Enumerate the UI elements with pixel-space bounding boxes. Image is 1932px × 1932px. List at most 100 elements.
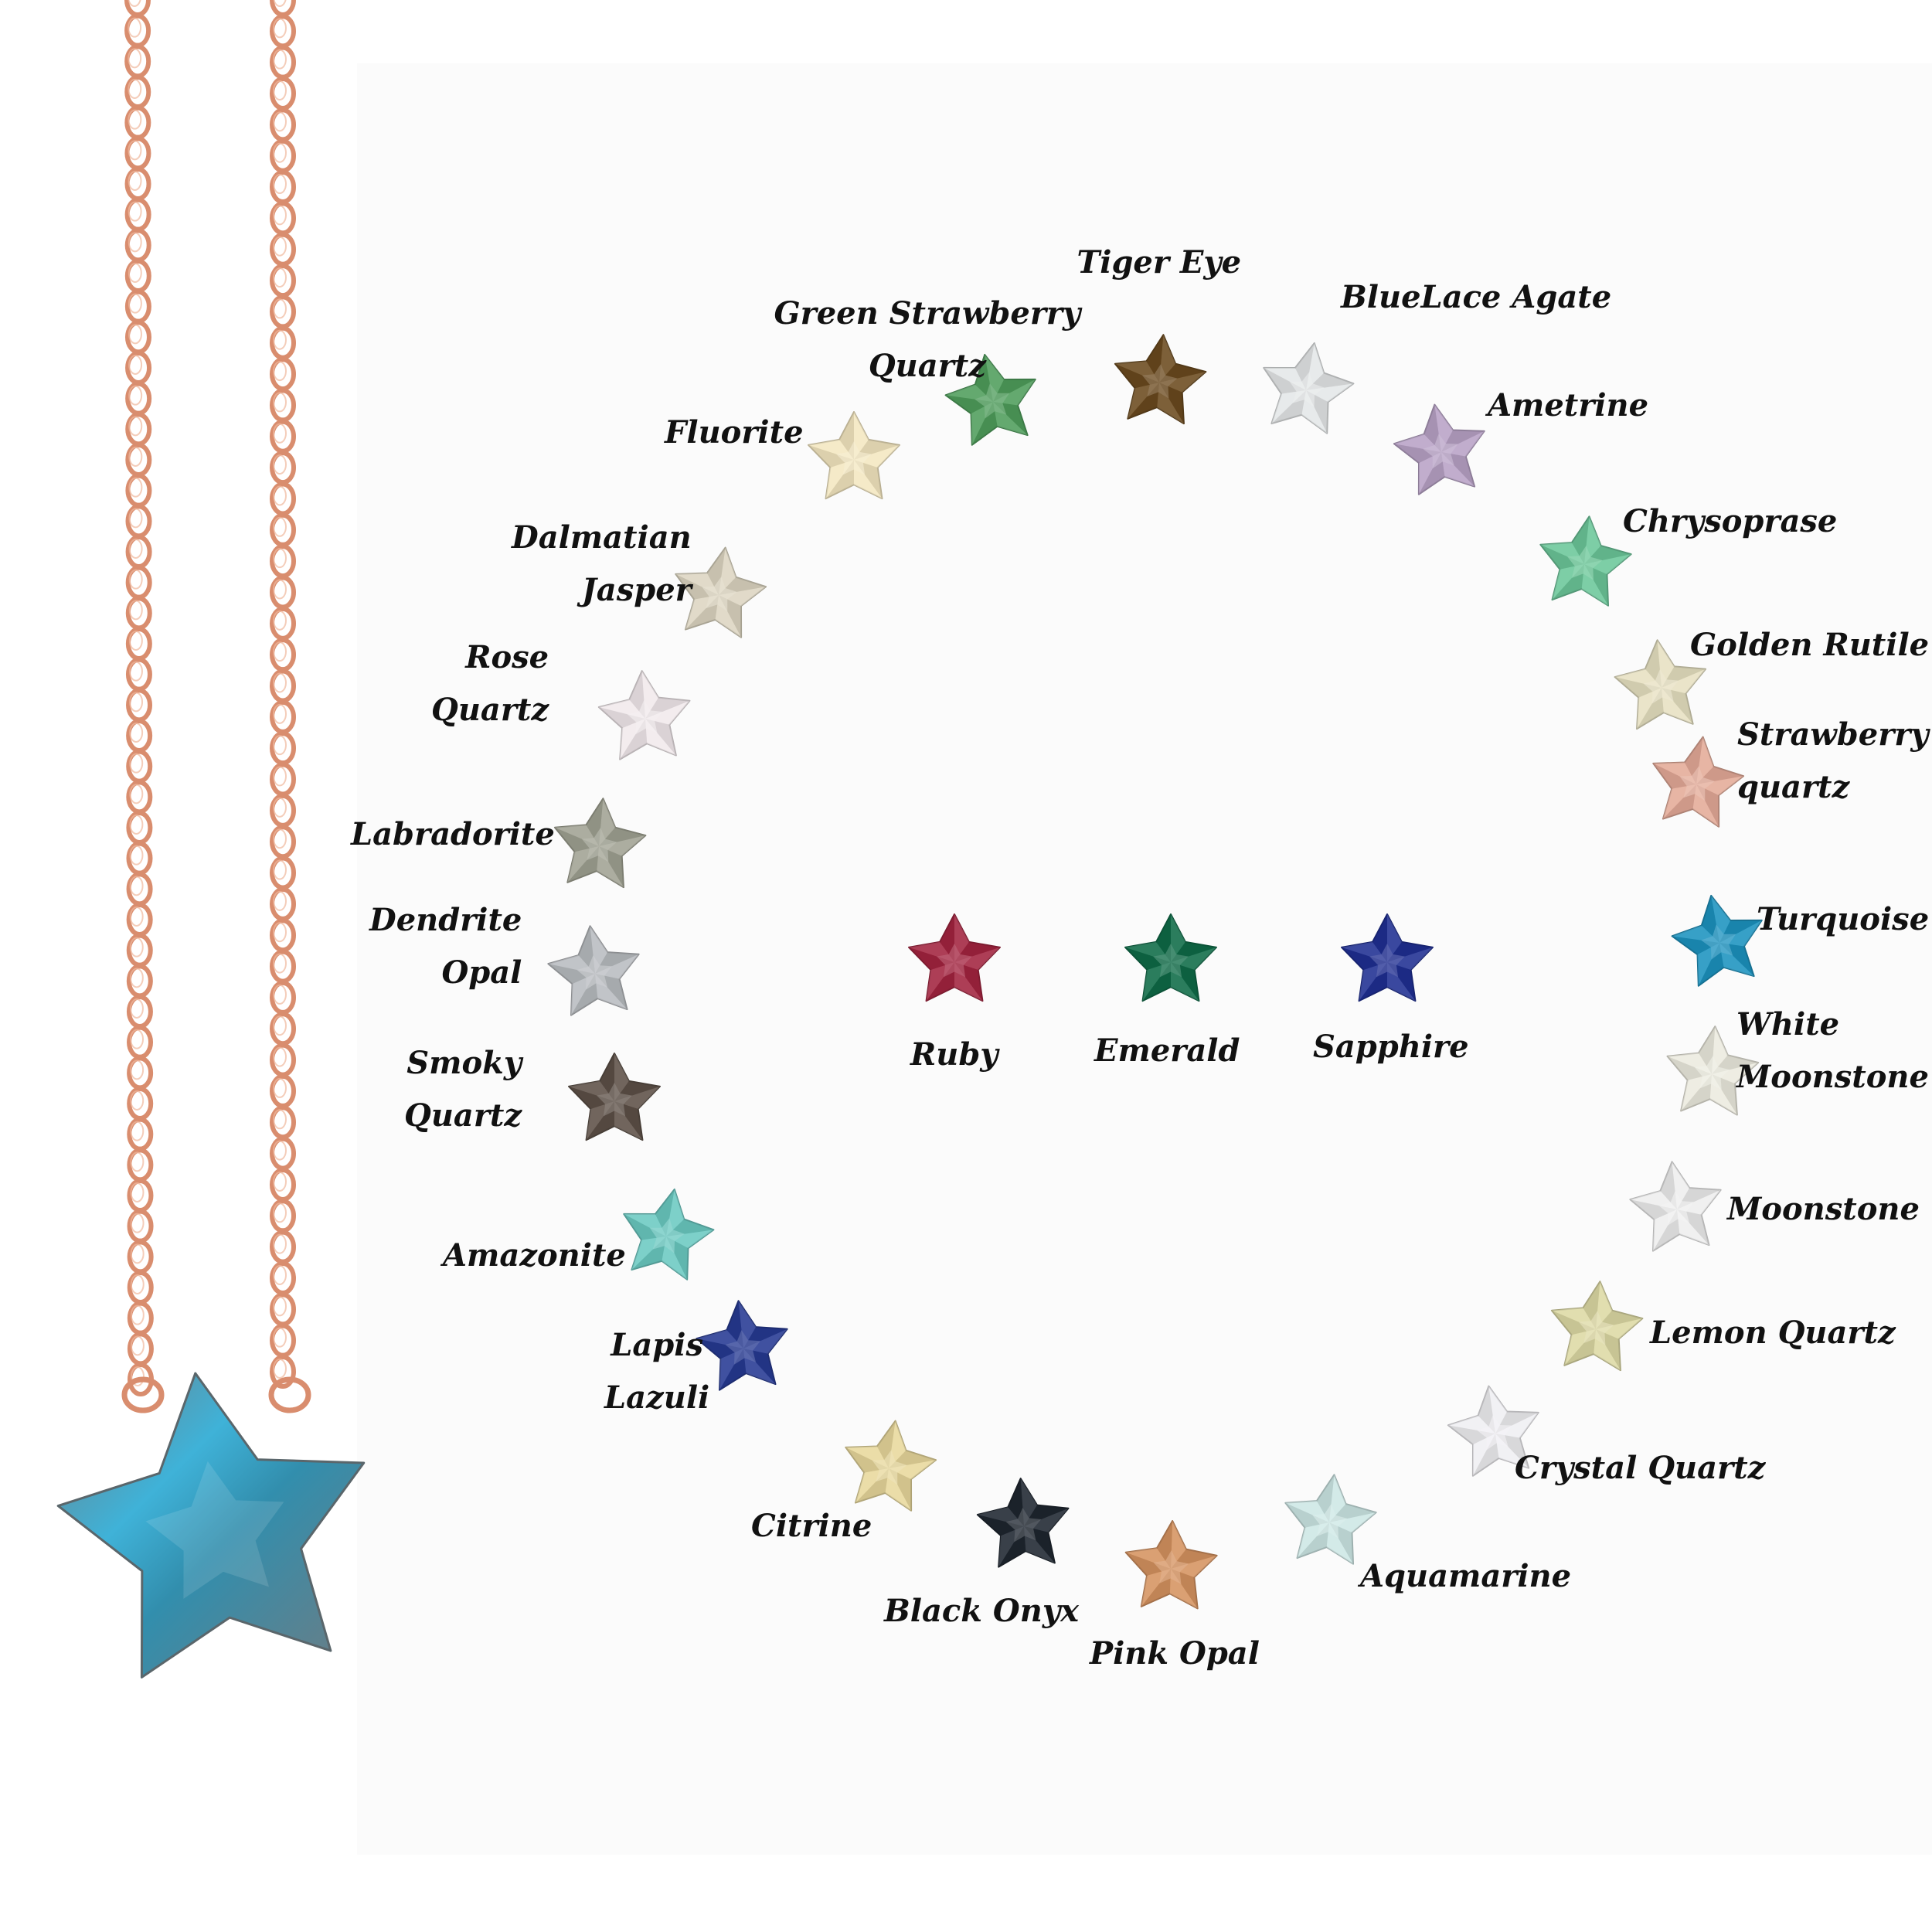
turquoise-label-line: Turquoise — [1757, 901, 1930, 937]
citrine-label: Citrine — [751, 1500, 872, 1553]
chain-link-highlight — [273, 236, 287, 257]
citrine-gem-icon — [845, 1420, 937, 1512]
chain-link-highlight — [129, 937, 144, 957]
chain-link-highlight — [273, 1202, 287, 1223]
chain-link-highlight — [128, 508, 143, 529]
smoky-quartz-gem-icon — [568, 1053, 661, 1141]
emerald-gem-facet — [1125, 947, 1171, 970]
star-pendant-icon — [56, 1372, 366, 1679]
tiger-eye-label-line: Tiger Eye — [1077, 244, 1242, 281]
crystal-quartz-label: Crystal Quartz — [1515, 1442, 1765, 1495]
white-moonstone-gem-table — [1694, 1056, 1730, 1090]
chain-link-highlight — [273, 80, 287, 101]
chrysoprase-label-line: Chrysoprase — [1623, 503, 1838, 539]
smoky-quartz-gem-facet — [614, 1086, 660, 1109]
sapphire-label-line: Sapphire — [1313, 1029, 1469, 1065]
chain-link-highlight — [273, 766, 287, 787]
chain-link-highlight — [130, 1029, 145, 1049]
chrysoprase-gem-table — [1567, 546, 1603, 580]
tiger-eye-gem-facet — [1159, 372, 1206, 393]
aquamarine-gem-icon — [1284, 1474, 1377, 1565]
white-moonstone-label-line: Moonstone — [1736, 1059, 1929, 1095]
moonstone-label: Moonstone — [1727, 1183, 1920, 1236]
dalmatian-jasper-label-line: Dalmatian — [512, 519, 692, 556]
amazonite-label-line: Amazonite — [443, 1237, 626, 1274]
white-moonstone-gem-icon — [1666, 1026, 1760, 1116]
chain-link-highlight — [273, 797, 287, 818]
bluelace-agate-label-line: BlueLace Agate — [1341, 279, 1612, 315]
chain-link-highlight — [129, 876, 144, 896]
citrine-label-line: Citrine — [751, 1508, 872, 1544]
chain-link-highlight — [273, 1233, 287, 1254]
labradorite-gem-facet — [599, 846, 624, 888]
bluelace-agate-gem-table — [1289, 372, 1325, 407]
chain-link-highlight — [130, 1121, 145, 1141]
amazonite-gem-icon — [623, 1188, 715, 1281]
citrine-gem-facet — [889, 1460, 937, 1480]
chain-link-highlight — [273, 1109, 287, 1130]
labradorite-gem-icon — [553, 798, 647, 889]
ametrine-gem-table — [1423, 434, 1458, 469]
strawberry-quartz-gem-facet — [1662, 784, 1696, 819]
sapphire-gem-facet — [1359, 962, 1387, 1002]
pink-opal-gem-facet — [1141, 1569, 1171, 1607]
chain-link-highlight — [273, 859, 287, 880]
golden-rutile-label: Golden Rutile — [1690, 619, 1929, 672]
strawberry-quartz-gem-table — [1679, 766, 1715, 801]
chain-link-highlight — [130, 1182, 145, 1202]
chain-link-highlight — [273, 1077, 287, 1098]
turquoise-gem-facet — [1719, 943, 1754, 977]
ruby-gem-facet — [926, 962, 954, 1002]
lapis-lazuli-gem-facet — [696, 1338, 743, 1359]
chain-link-highlight — [130, 1060, 145, 1080]
crystal-quartz-gem-icon — [1447, 1385, 1539, 1477]
chain-link-highlight — [129, 753, 144, 774]
sapphire-gem-table — [1369, 944, 1405, 978]
tiger-eye-label: Tiger Eye — [1077, 236, 1242, 289]
turquoise-gem-icon — [1671, 894, 1763, 987]
bluelace-agate-gem-facet — [1294, 342, 1315, 390]
chain-link-highlight — [273, 1015, 287, 1036]
chain-link-highlight — [273, 703, 287, 724]
black-onyx-gem-facet — [1024, 1526, 1055, 1563]
lapis-lazuli-gem-table — [725, 1330, 760, 1365]
lemon-quartz-gem-facet — [1564, 1329, 1596, 1366]
chain-link-highlight — [273, 0, 287, 7]
emerald-gem-facet — [1171, 962, 1199, 1002]
labradorite-pendant — [56, 1372, 366, 1679]
sapphire-gem-facet — [1342, 947, 1387, 970]
ruby-gem-icon — [908, 913, 1001, 1002]
chain-link-highlight — [128, 385, 143, 406]
chain-link-highlight — [128, 631, 143, 651]
chain-link-highlight — [273, 1359, 287, 1379]
dalmatian-jasper-gem-icon — [675, 546, 767, 638]
ametrine-gem-facet — [1434, 404, 1454, 452]
tiger-eye-gem-table — [1141, 364, 1178, 399]
emerald-gem-facet — [1142, 962, 1171, 1002]
crystal-quartz-gem-facet — [1447, 1425, 1495, 1445]
dalmatian-jasper-gem-facet — [685, 595, 719, 630]
turquoise-gem-table — [1701, 924, 1736, 960]
ruby-label: Ruby — [910, 1029, 998, 1081]
gemstone-swatches — [547, 334, 1763, 1610]
chain-link-highlight — [129, 723, 144, 743]
ruby-gem-table — [937, 944, 972, 978]
fluorite-gem-facet — [825, 460, 854, 499]
chain-link-highlight — [273, 111, 287, 132]
chain-link-highlight — [273, 205, 287, 226]
pink-opal-gem-table — [1153, 1550, 1189, 1584]
turquoise-label: Turquoise — [1757, 893, 1929, 946]
chain-link-highlight — [128, 539, 143, 559]
labradorite-label: Labradorite — [351, 808, 555, 861]
ruby-gem-facet — [954, 947, 1000, 970]
chain-link-highlight — [128, 447, 143, 467]
labradorite-gem-facet — [599, 835, 646, 856]
chain-strand-left — [124, 0, 154, 1396]
chrysoprase-gem-icon — [1539, 515, 1632, 607]
pendant-bail-left — [121, 1376, 165, 1413]
chain-link-highlight — [128, 48, 142, 69]
rose-quartz-label-line: Rose — [465, 639, 549, 675]
labradorite-label-line: Labradorite — [351, 816, 555, 852]
